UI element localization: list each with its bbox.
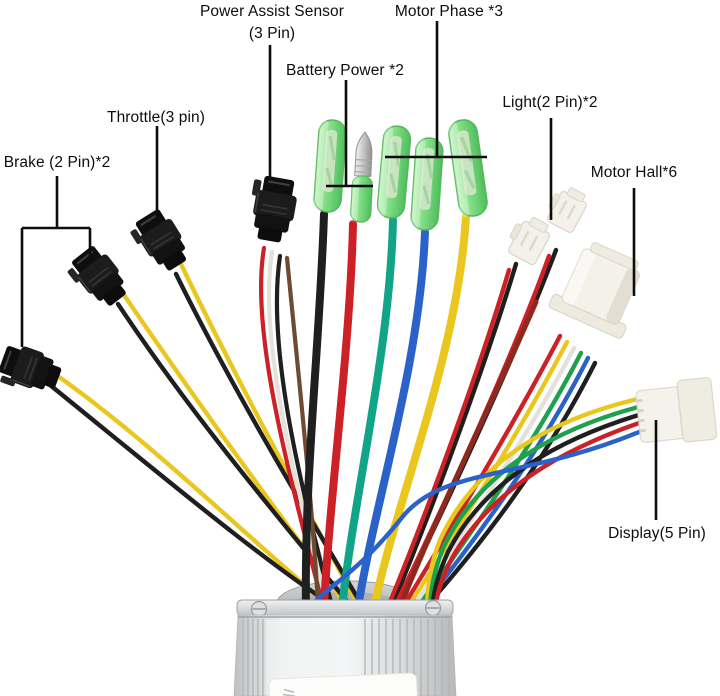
power-assist-connector bbox=[243, 172, 302, 246]
wire-pas-black bbox=[274, 253, 335, 609]
label-brake: Brake (2 Pin)*2 bbox=[3, 154, 111, 171]
case-screw-left bbox=[250, 600, 268, 618]
motor-phase-bullet-1 bbox=[375, 123, 413, 221]
wire-display-red bbox=[432, 419, 645, 613]
case-screw-right bbox=[424, 599, 442, 617]
battery-negative-bullet bbox=[311, 117, 349, 215]
wire-hall-black bbox=[421, 360, 598, 612]
label-battery-power: Battery Power *2 bbox=[286, 62, 404, 79]
label-power-assist-line1: Power Assist Sensor bbox=[199, 3, 345, 20]
label-motor-hall: Motor Hall*6 bbox=[590, 164, 678, 181]
controller-case bbox=[233, 599, 457, 696]
motor-hall-connector bbox=[548, 242, 640, 339]
wire-phase-blue bbox=[354, 228, 429, 612]
line-battery bbox=[326, 80, 373, 188]
line-brake bbox=[20, 176, 92, 347]
wire-bundle bbox=[47, 210, 647, 613]
wire-light1-black bbox=[389, 261, 519, 609]
label-display: Display(5 Pin) bbox=[608, 525, 706, 542]
wire-display-green bbox=[427, 403, 645, 611]
annotation-lines bbox=[20, 21, 658, 520]
wire-throttle-black bbox=[173, 271, 363, 605]
label-power-assist-sensor: Power Assist Sensor (3 Pin) bbox=[200, 1, 344, 45]
wire-phase-teal bbox=[338, 216, 397, 612]
wire-phase-yellow bbox=[370, 212, 470, 612]
wire-battery-red bbox=[320, 220, 357, 612]
case-clamp-bar bbox=[236, 599, 454, 617]
wire-display-black bbox=[429, 411, 645, 612]
wire-battery-black bbox=[301, 210, 328, 612]
wire-light1-red bbox=[385, 267, 512, 610]
case-fins-left bbox=[242, 619, 264, 696]
battery-positive-bullet bbox=[350, 131, 373, 223]
display-connector bbox=[635, 377, 718, 443]
light-connector-2 bbox=[541, 180, 592, 235]
label-throttle: Throttle(3 pin) bbox=[107, 109, 205, 126]
wire-dark-red bbox=[399, 299, 539, 605]
line-motor-phase bbox=[385, 21, 487, 159]
wire-pas-brown bbox=[284, 255, 321, 607]
label-motor-phase: Motor Phase *3 bbox=[394, 3, 504, 20]
brake-connector-2 bbox=[62, 240, 135, 316]
label-light: Light(2 Pin)*2 bbox=[502, 94, 598, 111]
wire-display-blue bbox=[307, 427, 647, 610]
wire-hall-red bbox=[403, 333, 563, 605]
wire-display-yellow bbox=[424, 395, 645, 610]
motor-phase-bullet-2 bbox=[408, 135, 446, 233]
label-power-assist-line2: (3 Pin) bbox=[248, 25, 296, 42]
motor-phase-bullet-3 bbox=[445, 116, 491, 220]
